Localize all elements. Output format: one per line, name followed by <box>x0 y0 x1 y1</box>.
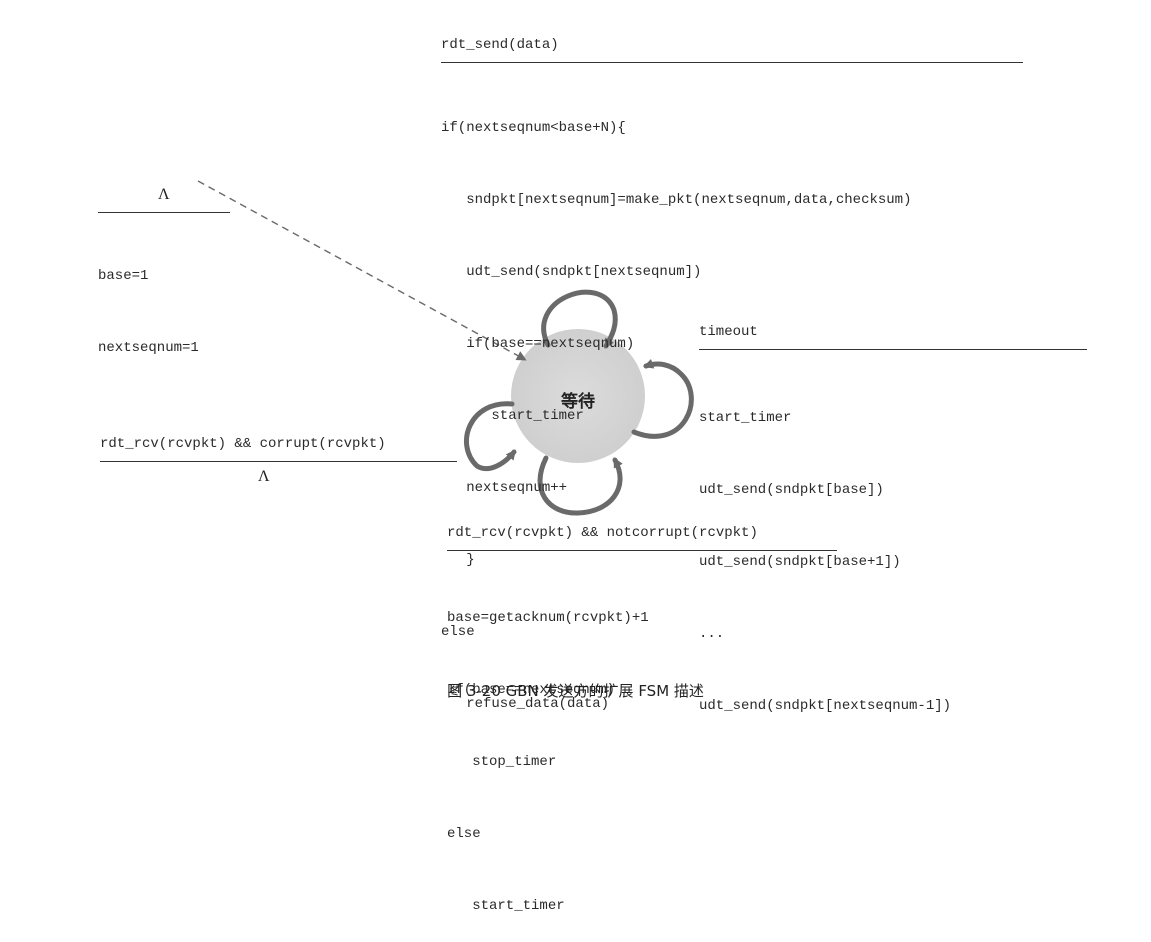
send-action-line: refuse_data(data) <box>441 696 610 712</box>
ack-self-loop <box>537 455 623 516</box>
send-action-line: if(nextseqnum<base+N){ <box>441 120 626 136</box>
init-event: Λ <box>158 186 170 203</box>
send-action-line: nextseqnum++ <box>441 480 568 496</box>
send-action-line: udt_send(sndpkt[nextseqnum]) <box>441 264 702 280</box>
timeout-event: timeout <box>699 324 758 340</box>
ack-divider <box>447 550 837 551</box>
send-event: rdt_send(data) <box>441 37 559 53</box>
init-action-line: nextseqnum=1 <box>98 340 199 356</box>
ack-action-line: base=getacknum(rcvpkt)+1 <box>447 610 649 626</box>
fsm-diagram <box>197 180 694 516</box>
state-circle <box>511 329 645 463</box>
init-divider <box>98 212 230 213</box>
ack-action-line: start_timer <box>447 898 565 914</box>
init-action-line: base=1 <box>98 268 149 284</box>
ack-actions: base=getacknum(rcvpkt)+1 If(base==nextse… <box>447 558 649 942</box>
corrupt-event: rdt_rcv(rcvpkt) && corrupt(rcvpkt) <box>100 436 386 452</box>
init-actions: base=1 nextseqnum=1 <box>98 216 199 384</box>
ack-event: rdt_rcv(rcvpkt) && notcorrupt(rcvpkt) <box>447 525 758 541</box>
timeout-action-line: ... <box>699 626 725 642</box>
send-action-line: } <box>441 552 475 568</box>
send-action-line: if(base==nextseqnum) <box>441 336 635 352</box>
send-action-line: else <box>441 624 475 640</box>
timeout-action-line: start_timer <box>699 410 792 426</box>
timeout-self-loop <box>631 359 694 439</box>
corrupt-divider <box>100 461 457 462</box>
corrupt-self-loop <box>464 401 517 472</box>
initial-transition-arrow <box>197 180 527 361</box>
send-action-line: sndpkt[nextseqnum]=make_pkt(nextseqnum,d… <box>441 192 912 208</box>
state-label: 等待 <box>561 392 595 412</box>
timeout-action-line: udt_send(sndpkt[base+1]) <box>699 554 901 570</box>
send-self-loop <box>541 289 618 349</box>
ack-action-line: else <box>447 826 481 842</box>
send-divider <box>441 62 1023 63</box>
timeout-action-line: udt_send(sndpkt[nextseqnum-1]) <box>699 698 952 714</box>
figure-caption: 图 3-20 GBN 发送方的扩展 FSM 描述 <box>447 682 704 700</box>
ack-action-line: stop_timer <box>447 754 557 770</box>
send-actions: if(nextseqnum<base+N){ sndpkt[nextseqnum… <box>441 68 911 740</box>
timeout-divider <box>699 349 1087 350</box>
ack-action-line: If(base==nextseqnum) <box>447 682 616 698</box>
timeout-action-line: udt_send(sndpkt[base]) <box>699 482 884 498</box>
send-action-line: start_timer <box>441 408 584 424</box>
timeout-actions: start_timer udt_send(sndpkt[base]) udt_s… <box>699 358 951 742</box>
corrupt-action: Λ <box>258 468 270 485</box>
